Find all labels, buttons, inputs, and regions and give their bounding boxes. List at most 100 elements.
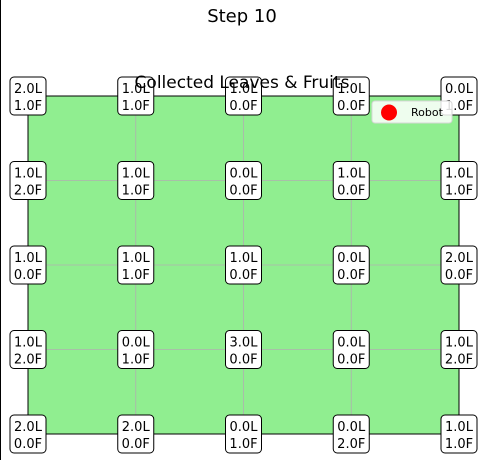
cell-label-box xyxy=(332,76,370,116)
cell-leaves-count: 1.0L xyxy=(445,167,474,182)
cell-label-box xyxy=(9,161,47,200)
cell-fruits-count: 2.0F xyxy=(14,353,42,368)
cell-fruits-count: 0.0F xyxy=(229,184,257,199)
cell-label: 0.0L 0.0F xyxy=(332,245,370,285)
cell-fruits-count: 0.0F xyxy=(229,268,257,283)
cell-fruits-count: 1.0F xyxy=(445,184,473,199)
cell-label: 0.0L2.0F xyxy=(332,414,370,454)
cell-label: 1.0L 2.0F xyxy=(9,330,47,369)
cell-leaves-count: 1.0L xyxy=(14,167,43,182)
cell-label-box xyxy=(9,76,47,116)
legend: Robot xyxy=(371,100,453,124)
cell-label-box xyxy=(440,330,478,369)
cell-label-box xyxy=(332,330,370,369)
cell-label: 2.0L 0.0F xyxy=(117,414,155,454)
cell-leaves-count: 2.0L xyxy=(14,82,43,97)
cell-label-box xyxy=(9,245,47,285)
cell-leaves-count: 0.0L xyxy=(230,167,259,182)
cell-label: 1.0L 1.0F xyxy=(117,76,155,116)
cell-leaves-count: 2.0L xyxy=(14,420,43,435)
cell-label: 2.0L 0.0F xyxy=(9,414,47,454)
cell-label: 2.0L 1.0F xyxy=(9,76,47,116)
cell-label: 1.0L 2.0F xyxy=(9,161,47,200)
cell-label-box xyxy=(225,161,262,200)
cell-label: 1.0L 0.0F xyxy=(225,245,262,285)
cell-leaves-count: 1.0L xyxy=(337,82,366,97)
cell-fruits-count: 0.0F xyxy=(14,437,42,452)
cell-label-box xyxy=(332,414,370,454)
cell-fruits-count: 0.0F xyxy=(337,184,365,199)
cell-leaves-count: 1.0L xyxy=(230,82,259,97)
cell-label-box xyxy=(225,245,262,285)
cell-label-box xyxy=(440,245,478,285)
cell-fruits-count: 1.0F xyxy=(122,268,150,283)
cell-leaves-count: 1.0L xyxy=(122,82,151,97)
cell-label-box xyxy=(117,414,155,454)
cell-label-box xyxy=(332,245,370,285)
cell-leaves-count: 1.0L xyxy=(445,420,474,435)
cell-label: 3.0L 0.0F xyxy=(225,330,262,369)
cell-fruits-count: 0.0F xyxy=(229,353,257,368)
cell-label-box xyxy=(225,414,262,454)
cell-fruits-count: 0.0F xyxy=(14,268,42,283)
cell-label: 0.0L 1.0F xyxy=(117,330,155,369)
cell-fruits-count: 1.0F xyxy=(122,353,150,368)
cell-label: 1.0L 0.0F xyxy=(225,76,262,116)
cell-leaves-count: 1.0L xyxy=(122,167,151,182)
cell-fruits-count: 1.0F xyxy=(229,437,257,452)
cell-label: 1.0L 1.0F xyxy=(117,245,155,285)
cell-label-box xyxy=(332,161,370,200)
chart-title: Step 10 xyxy=(207,6,277,27)
cell-leaves-count: 1.0L xyxy=(230,251,259,266)
cell-label-box xyxy=(117,76,155,116)
cell-label-box xyxy=(225,76,262,116)
cell-fruits-count: 0.0F xyxy=(229,99,257,114)
cell-fruits-count: 0.0F xyxy=(337,353,365,368)
cell-leaves-count: 2.0L xyxy=(122,420,151,435)
cell-label: 0.0L 0.0F xyxy=(332,330,370,369)
chart-subtitle: Collected Leaves & Fruits xyxy=(135,73,350,93)
cell-label-box xyxy=(440,414,478,454)
cell-leaves-count: 0.0L xyxy=(337,420,366,435)
robot-marker xyxy=(381,104,397,121)
cell-label-box xyxy=(225,330,262,369)
cell-label: 1.0L 2.0F xyxy=(440,330,478,369)
cell-label: 1.0L 1.0F xyxy=(440,161,478,200)
cell-label: 1.0L 1.0F xyxy=(117,161,155,200)
cell-leaves-count: 0.0L xyxy=(230,420,259,435)
cell-leaves-count: 0.0L xyxy=(445,82,474,97)
legend-label-robot: Robot xyxy=(411,106,444,119)
cell-labels: 2.0L 1.0F 1.0L 1.0F 1.0L 0.0F 1.0L 0.0F 0.0L 1.0F… xyxy=(9,76,478,454)
cell-label: 1.0L 1.0F xyxy=(440,414,478,454)
cell-leaves-count: 1.0L xyxy=(337,167,366,182)
cell-leaves-count: 0.0L xyxy=(337,336,366,351)
cell-label-box xyxy=(9,414,47,454)
cell-label: 1.0L 0.0F xyxy=(332,161,370,200)
cell-leaves-count: 1.0L xyxy=(445,336,474,351)
cell-leaves-count: 3.0L xyxy=(230,336,259,351)
cell-leaves-count: 2.0L xyxy=(445,251,474,266)
cell-label-box xyxy=(440,161,478,200)
cell-label-box xyxy=(117,245,155,285)
cell-fruits-count: 0.0F xyxy=(122,437,150,452)
cell-leaves-count: 0.0L xyxy=(337,251,366,266)
cell-fruits-count: 1.0F xyxy=(445,437,473,452)
cell-leaves-count: 0.0L xyxy=(122,336,151,351)
cell-leaves-count: 1.0L xyxy=(122,251,151,266)
cell-label: 0.0L 0.0F xyxy=(225,161,262,200)
cell-label: 1.0L 0.0F xyxy=(9,245,47,285)
cell-fruits-count: 0.0F xyxy=(337,99,365,114)
cell-fruits-count: 2.0F xyxy=(14,184,42,199)
cell-fruits-count: 2.0F xyxy=(445,353,473,368)
cell-fruits-count: 1.0F xyxy=(14,99,42,114)
cell-fruits-count: 1.0F xyxy=(122,184,150,199)
cell-leaves-count: 1.0L xyxy=(14,336,43,351)
cell-leaves-count: 1.0L xyxy=(14,251,43,266)
cell-fruits-count: 1.0F xyxy=(122,99,150,114)
cell-label: 1.0L 0.0F xyxy=(332,76,370,116)
cell-label: 0.0L 1.0F xyxy=(225,414,262,454)
cell-label: 2.0L0.0F xyxy=(440,245,478,285)
cell-fruits-count: 0.0F xyxy=(337,268,365,283)
cell-label-box xyxy=(117,161,155,200)
